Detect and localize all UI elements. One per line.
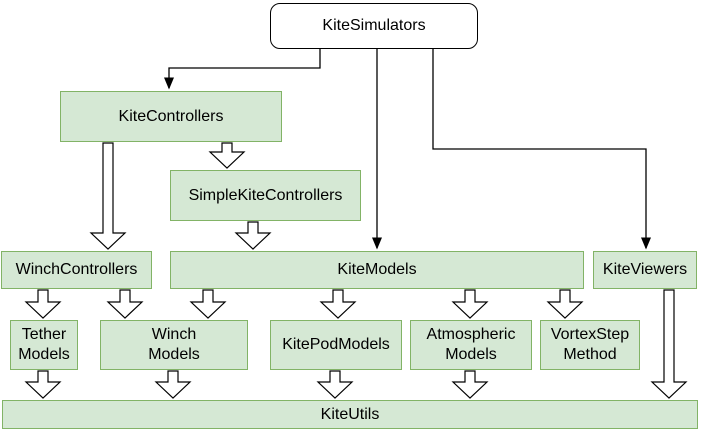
node-label: Tether Models [18,326,70,363]
node-winchcontrollers: WinchControllers [1,251,152,289]
edge-kitesimulators-kitecontrollers-arrow [164,49,321,90]
edge-simplekitecontrollers-kitemodels-arrow [234,221,272,250]
edge-atmosphericmodels-kiteutils-arrow [451,370,489,399]
node-label: KiteModels [337,261,417,278]
node-kiteutils: KiteUtils [2,400,698,429]
node-atmosphericmodels: Atmospheric Models [410,320,532,370]
edge-kitecontrollers-simplekitecontrollers-arrow [208,142,246,169]
edge-tethermodels-kiteutils-arrow [24,370,62,399]
node-kitecontrollers: KiteControllers [60,91,282,142]
node-kitesimulators: KiteSimulators [270,3,478,49]
edge-kitemodels-winchmodels-arrow [189,289,227,319]
node-label: KiteViewers [602,261,688,278]
node-label: KiteControllers [118,107,224,125]
edge-winchcontrollers-winchmodels-arrow [106,289,144,319]
edge-kiteviewers-kiteutils-arrow [650,289,688,399]
node-label: KiteUtils [320,405,380,423]
edge-kitepodmodels-kiteutils-arrow [316,370,354,399]
edge-winchcontrollers-tethermodels-arrow [24,289,62,319]
edge-kitecontrollers-winchcontrollers-arrow [89,142,127,250]
node-kiteviewers: KiteViewers [593,251,697,289]
node-kitepodmodels: KitePodModels [270,320,402,370]
node-simplekitecontrollers: SimpleKiteControllers [170,170,361,221]
node-winchmodels: Winch Models [100,320,248,370]
node-label: Winch Models [148,326,200,363]
node-label: WinchControllers [15,261,138,278]
node-label: VortexStep Method [550,326,630,363]
node-label: Atmospheric Models [426,326,516,363]
edge-kitesimulators-kiteviewers-arrow [432,49,651,250]
node-label: KiteSimulators [322,17,426,34]
edge-kitemodels-kitepodmodels-arrow [319,289,357,319]
edge-kitemodels-atmosphericmodels-arrow [451,289,489,319]
node-kitemodels: KiteModels [170,251,584,289]
edge-winchmodels-kiteutils-arrow [154,370,192,399]
node-label: SimpleKiteControllers [188,186,343,204]
node-label: KitePodModels [282,336,390,353]
edge-kitemodels-vortexstepmethod-arrow [546,289,584,319]
node-vortexstepmethod: VortexStep Method [540,320,640,370]
node-tethermodels: Tether Models [10,320,78,370]
